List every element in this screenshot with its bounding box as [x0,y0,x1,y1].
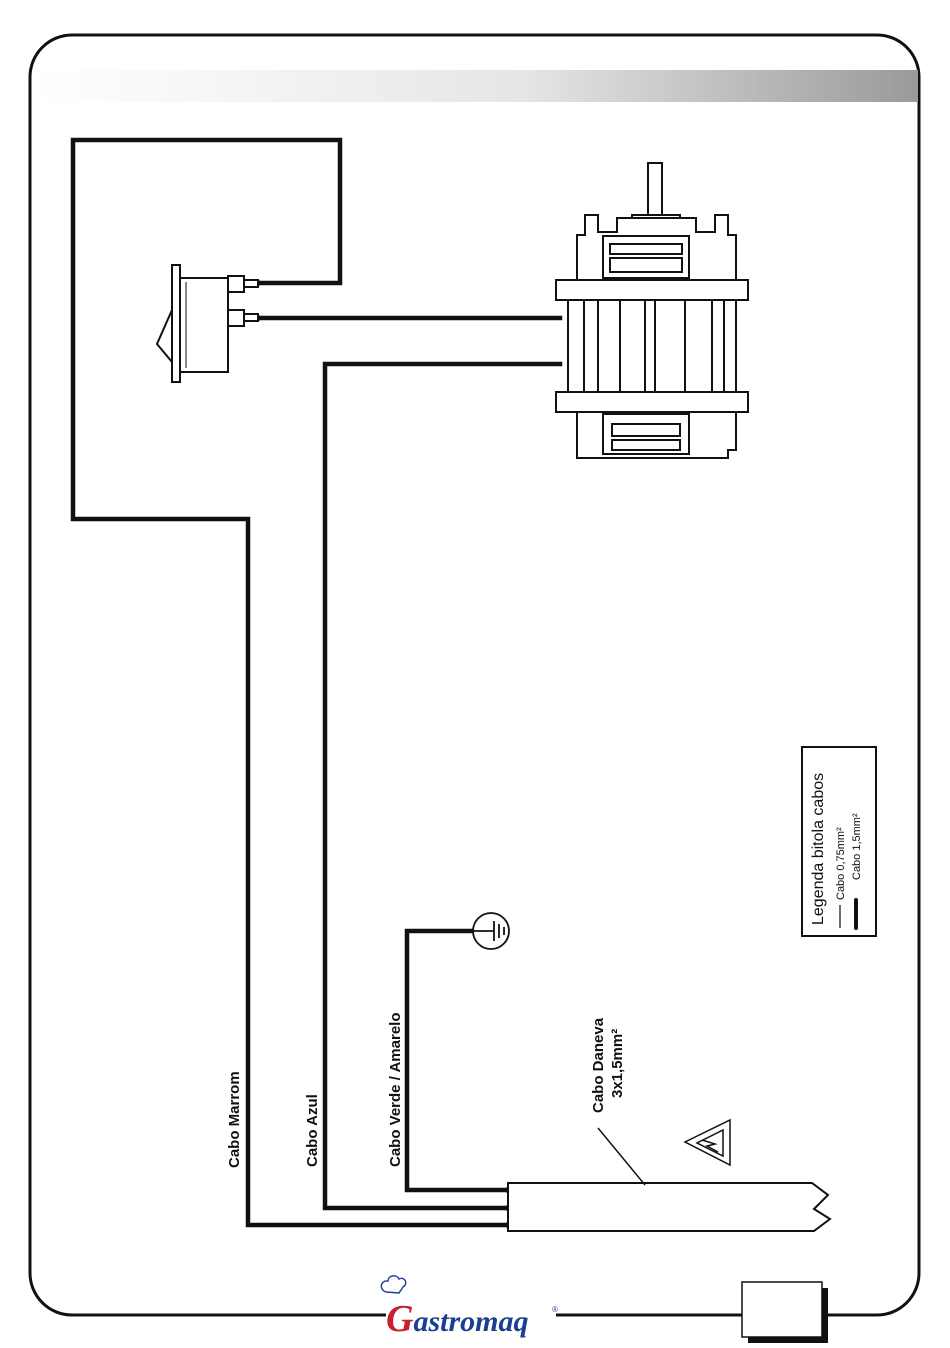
wire-ground [407,931,508,1190]
wires [73,140,560,1225]
logo-initial: G [386,1298,414,1340]
label-cabo-marrom: Cabo Marrom [226,1071,243,1168]
page-frame [30,35,919,1315]
wire-junction-dots [255,280,511,1228]
legend-thin-label: Cabo 0,75mm² [835,827,847,900]
logo-registered-mark: ® [552,1305,558,1314]
legend-title: Legenda bitola cabos [810,773,827,925]
page-number-box [742,1282,822,1337]
electric-warning-icon [685,1120,730,1165]
label-cabo-daneva: Cabo Daneva [590,1017,607,1113]
header-band [36,70,918,102]
wire-switch-loop [73,140,508,1225]
ground-icon [473,913,509,949]
motor-icon [556,163,748,458]
cable-gauge-legend: Legenda bitola cabos Cabo 0,75mm² Cabo 1… [802,747,876,936]
wire-blue [325,364,560,1208]
legend-thick-label: Cabo 1,5mm² [851,813,863,880]
cable-leader-line [598,1128,645,1185]
label-cabo-azul: Cabo Azul [304,1094,321,1167]
label-cabo-daneva-spec: 3x1,5mm² [609,1029,626,1098]
logo-text: astromaq [413,1305,528,1338]
rocker-switch-icon [157,265,258,382]
power-cable-icon [508,1183,830,1231]
chef-hat-icon [381,1276,405,1293]
label-cabo-verde-amarelo: Cabo Verde / Amarelo [387,1013,404,1168]
svg-text:Gastromaq: Gastromaq [386,1298,528,1340]
